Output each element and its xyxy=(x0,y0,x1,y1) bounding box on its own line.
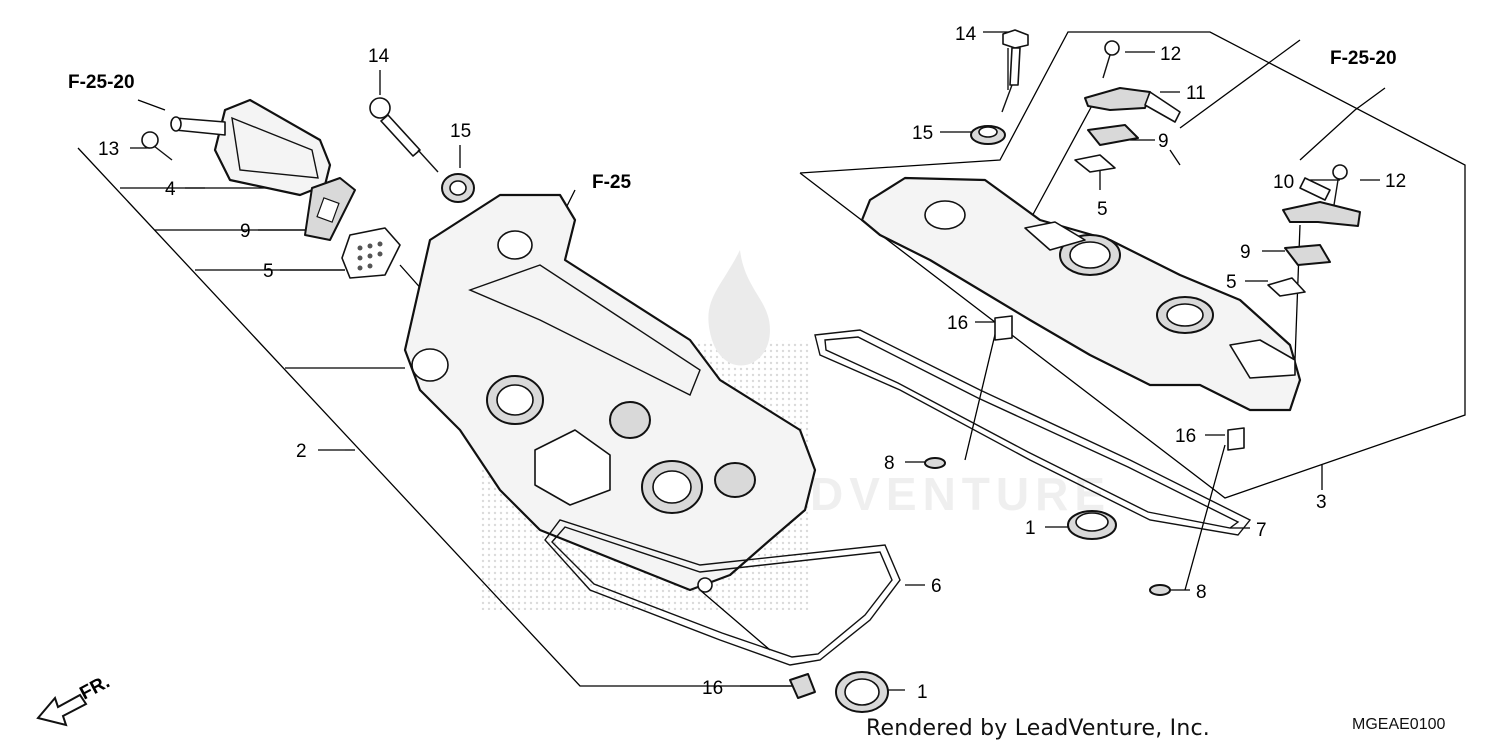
label-10: 10 xyxy=(1273,172,1294,193)
front-direction-arrow: FR. xyxy=(36,672,113,727)
left-grommet-15 xyxy=(441,173,475,203)
left-bushing-16 xyxy=(697,577,816,699)
left-gasket-6 xyxy=(544,519,901,666)
label-1-left: 1 xyxy=(917,682,928,703)
right-head-cover-3 xyxy=(860,176,1302,412)
label-12-top: 12 xyxy=(1160,44,1181,65)
label-14-left: 14 xyxy=(368,46,390,67)
label-9-left: 9 xyxy=(240,221,251,242)
label-5-right-top: 5 xyxy=(1097,199,1108,220)
label-16-left: 16 xyxy=(702,678,723,699)
label-1-right: 1 xyxy=(1025,518,1036,539)
label-16-right: 16 xyxy=(1175,426,1196,447)
right-insulator-5b xyxy=(1267,277,1306,297)
label-16-mid: 16 xyxy=(947,313,968,334)
right-insulator-5a xyxy=(1074,154,1116,173)
diagram-code: MGEAE0100 xyxy=(1352,716,1446,733)
right-seal-1 xyxy=(1067,510,1117,540)
right-breather-10 xyxy=(1282,177,1361,227)
right-grommet-9b xyxy=(1284,244,1331,266)
left-seal-1 xyxy=(835,671,889,713)
ref-center: F-25 xyxy=(592,172,632,193)
left-head-cover-2 xyxy=(403,193,817,592)
ref-left: F-25-20 xyxy=(68,72,135,93)
left-bolt-13 xyxy=(141,131,173,161)
ref-right: F-25-20 xyxy=(1330,48,1397,69)
right-bolt-14 xyxy=(1001,29,1029,113)
label-6: 6 xyxy=(931,576,942,597)
right-breather-11 xyxy=(1084,87,1181,123)
left-bolt-14 xyxy=(369,97,439,173)
left-grommet-9 xyxy=(304,177,356,241)
right-washer-8a xyxy=(924,457,946,469)
right-bolt-12b xyxy=(1332,164,1348,206)
right-bolt-12a xyxy=(1102,40,1120,79)
label-5-left: 5 xyxy=(263,261,274,282)
label-3: 3 xyxy=(1316,492,1327,513)
right-bushing-16a xyxy=(994,315,1013,341)
label-9-right-top: 9 xyxy=(1158,131,1169,152)
label-15-left: 15 xyxy=(450,121,471,142)
label-9-right: 9 xyxy=(1240,242,1251,263)
label-4: 4 xyxy=(165,179,176,200)
part-labels: F-25-20 F-25 F-25-20 13 4 9 5 2 14 15 16… xyxy=(68,24,1406,703)
left-breather-cover xyxy=(170,98,332,197)
right-grommet-9a xyxy=(1087,124,1139,146)
right-bushing-16b xyxy=(1227,427,1245,451)
left-insulator-5 xyxy=(341,227,401,279)
label-8-left: 8 xyxy=(884,453,895,474)
label-7: 7 xyxy=(1256,520,1267,541)
label-5-right: 5 xyxy=(1226,272,1237,293)
label-2: 2 xyxy=(296,441,307,462)
right-washer-8b xyxy=(1149,584,1171,596)
label-14-right: 14 xyxy=(955,24,977,45)
right-gasket-7 xyxy=(814,329,1252,536)
label-13: 13 xyxy=(98,139,119,160)
footer-credit: Rendered by LeadVenture, Inc. xyxy=(866,716,1210,741)
label-15-right: 15 xyxy=(912,123,933,144)
label-12-right: 12 xyxy=(1385,171,1406,192)
label-8-right: 8 xyxy=(1196,582,1207,603)
right-grommet-15 xyxy=(970,125,1006,145)
label-11: 11 xyxy=(1186,83,1206,104)
